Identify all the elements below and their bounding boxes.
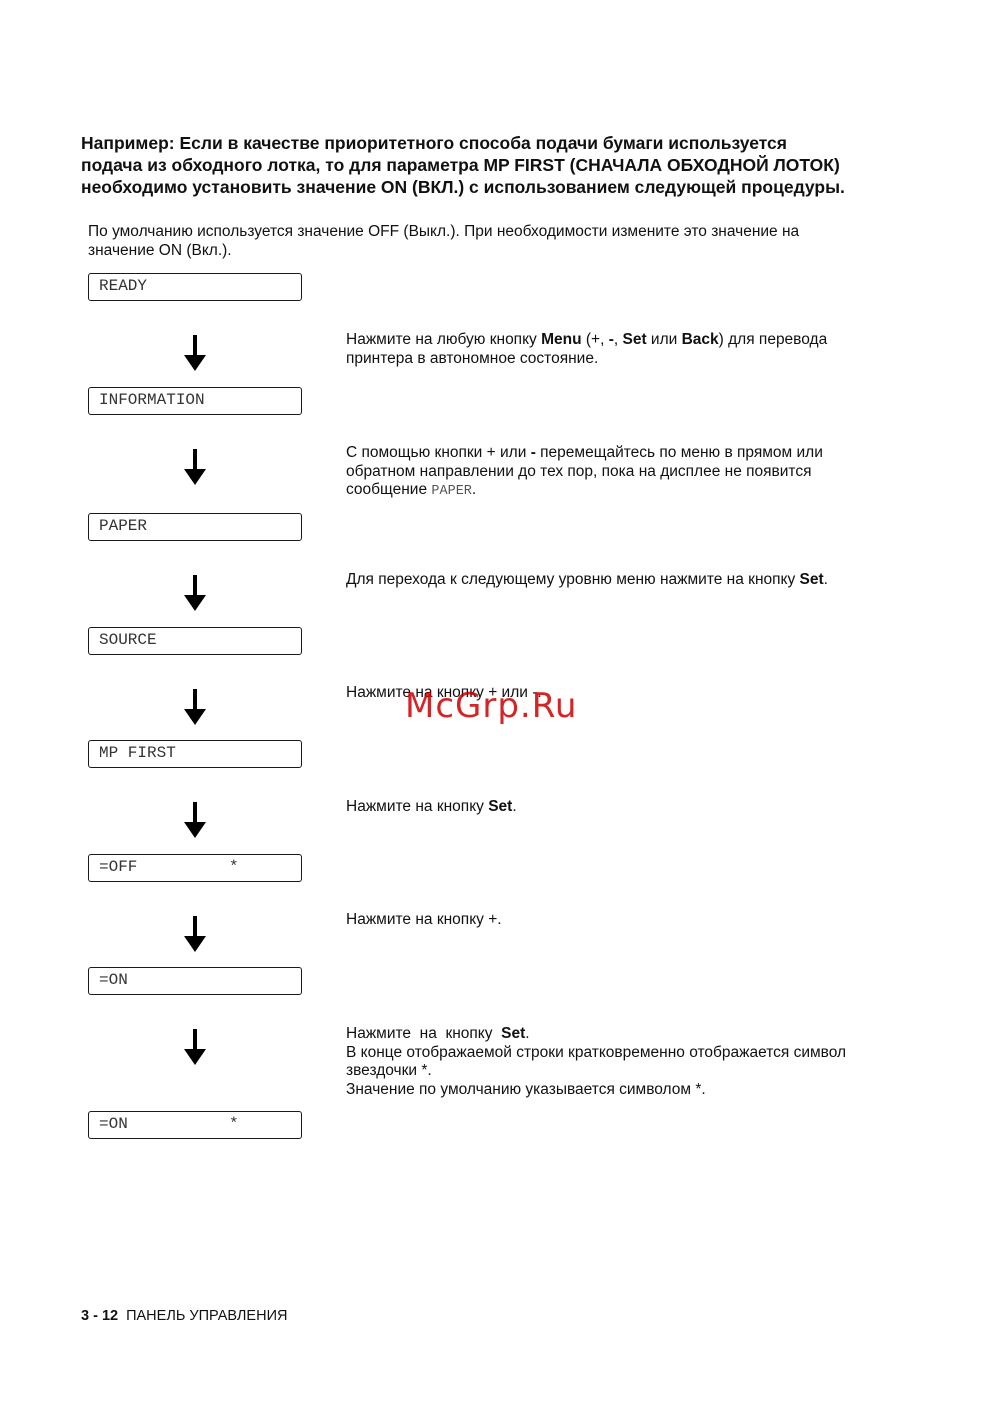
down-arrow-icon — [184, 449, 206, 485]
step-5-instruction: Нажмите на кнопку Set. — [346, 798, 936, 817]
step-6-line-1: Нажмите на кнопку +. — [346, 911, 502, 928]
lcd-text: PAPER — [99, 517, 148, 535]
back-key-label: Back — [681, 331, 719, 348]
down-arrow-icon — [184, 916, 206, 952]
lcd-text: INFORMATION — [99, 391, 205, 409]
page-number: 3 - 12 — [81, 1308, 119, 1324]
text: или — [646, 331, 682, 348]
set-key-label: Set — [622, 331, 647, 348]
default-star: * — [229, 858, 239, 876]
lcd-display-ready: READY — [88, 273, 302, 301]
text: Нажмите на любую кнопку — [346, 331, 542, 348]
lcd-text: =ON — [99, 971, 128, 989]
step-7-line-2: В конце отображаемой строки кратковремен… — [346, 1043, 847, 1061]
step-1-instruction: Нажмите на любую кнопку Menu (+, -, Set … — [346, 331, 936, 368]
page-footer: 3 - 12 ПАНЕЛЬ УПРАВЛЕНИЯ — [81, 1307, 287, 1325]
intro-line-2: значение ON (Вкл.). — [88, 241, 232, 259]
text: Нажмите на кнопку — [346, 1025, 502, 1042]
lcd-display-on-default: =ON * — [88, 1111, 302, 1139]
lcd-display-on: =ON — [88, 967, 302, 995]
step-6-instruction: Нажмите на кнопку +. — [346, 911, 936, 930]
lcd-display-mp-first: MP FIRST — [88, 740, 302, 768]
step-1-line-1: Нажмите на любую кнопку Menu (+, -, Set … — [346, 331, 936, 350]
step-7-line-3: звездочки *. — [346, 1062, 432, 1079]
step-2-line-3: сообщение PAPER. — [346, 481, 936, 502]
watermark: McGrp.Ru — [405, 686, 578, 726]
down-arrow-icon — [184, 802, 206, 838]
intro-line-1: По умолчанию используется значение OFF (… — [88, 223, 800, 240]
step-4-line-1: Нажмите на кнопку + или -. — [346, 684, 542, 701]
step-3-instruction: Для перехода к следующему уровню меню на… — [346, 571, 936, 590]
example-heading: Например: Если в качестве приоритетного … — [81, 132, 961, 198]
step-1-line-2: принтера в автономное состояние. — [346, 349, 599, 367]
down-arrow-icon — [184, 575, 206, 611]
text: перемещайтесь по меню в прямом или — [535, 444, 823, 461]
lcd-text: =OFF — [99, 858, 138, 876]
text: . — [512, 798, 517, 815]
section-title: ПАНЕЛЬ УПРАВЛЕНИЯ — [126, 1308, 288, 1324]
minus-key-label: - — [530, 444, 536, 461]
lcd-text: SOURCE — [99, 631, 157, 649]
text: , — [613, 331, 623, 348]
lcd-text: READY — [99, 277, 148, 295]
down-arrow-icon — [184, 689, 206, 725]
text: С помощью кнопки + или — [346, 444, 531, 461]
minus-key-label: - — [608, 331, 614, 348]
set-key-label: Set — [501, 1025, 526, 1042]
lcd-display-information: INFORMATION — [88, 387, 302, 415]
lcd-display-source: SOURCE — [88, 627, 302, 655]
text: сообщение — [346, 481, 432, 498]
step-7-instruction: Нажмите на кнопку Set. В конце отображае… — [346, 1025, 936, 1099]
heading-line-2: подача из обходного лотка, то для параме… — [81, 155, 840, 175]
lcd-display-off-default: =OFF * — [88, 854, 302, 882]
down-arrow-icon — [184, 335, 206, 371]
step-2-line-1: С помощью кнопки + или - перемещайтесь п… — [346, 444, 936, 463]
step-7-line-1: Нажмите на кнопку Set. — [346, 1025, 936, 1044]
set-key-label: Set — [488, 798, 513, 815]
down-arrow-icon — [184, 1029, 206, 1065]
heading-line-1: Например: Если в качестве приоритетного … — [81, 133, 787, 153]
step-3-line-1: Для перехода к следующему уровню меню на… — [346, 571, 936, 590]
lcd-text: MP FIRST — [99, 744, 176, 762]
display-message-paper: PAPER — [431, 484, 472, 499]
text: Для перехода к следующему уровню меню на… — [346, 571, 800, 588]
default-star: * — [229, 1115, 239, 1133]
text: . — [525, 1025, 530, 1042]
text: . — [823, 571, 828, 588]
set-key-label: Set — [799, 571, 824, 588]
step-2-line-2: обратном направлении до тех пор, пока на… — [346, 462, 812, 480]
lcd-text: =ON — [99, 1115, 128, 1133]
step-4-instruction: Нажмите на кнопку + или -. — [346, 684, 936, 703]
menu-key-label: Menu — [541, 331, 582, 348]
step-2-instruction: С помощью кнопки + или - перемещайтесь п… — [346, 444, 936, 502]
step-5-line-1: Нажмите на кнопку Set. — [346, 798, 936, 817]
text: Нажмите на кнопку — [346, 798, 489, 815]
heading-line-3: необходимо установить значение ON (ВКЛ.)… — [81, 177, 845, 197]
intro-paragraph: По умолчанию используется значение OFF (… — [88, 223, 928, 260]
step-7-line-4: Значение по умолчанию указывается символ… — [346, 1080, 706, 1098]
text: ) для перевода — [718, 331, 828, 348]
text: (+, — [581, 331, 609, 348]
text: . — [471, 481, 477, 498]
lcd-display-paper: PAPER — [88, 513, 302, 541]
